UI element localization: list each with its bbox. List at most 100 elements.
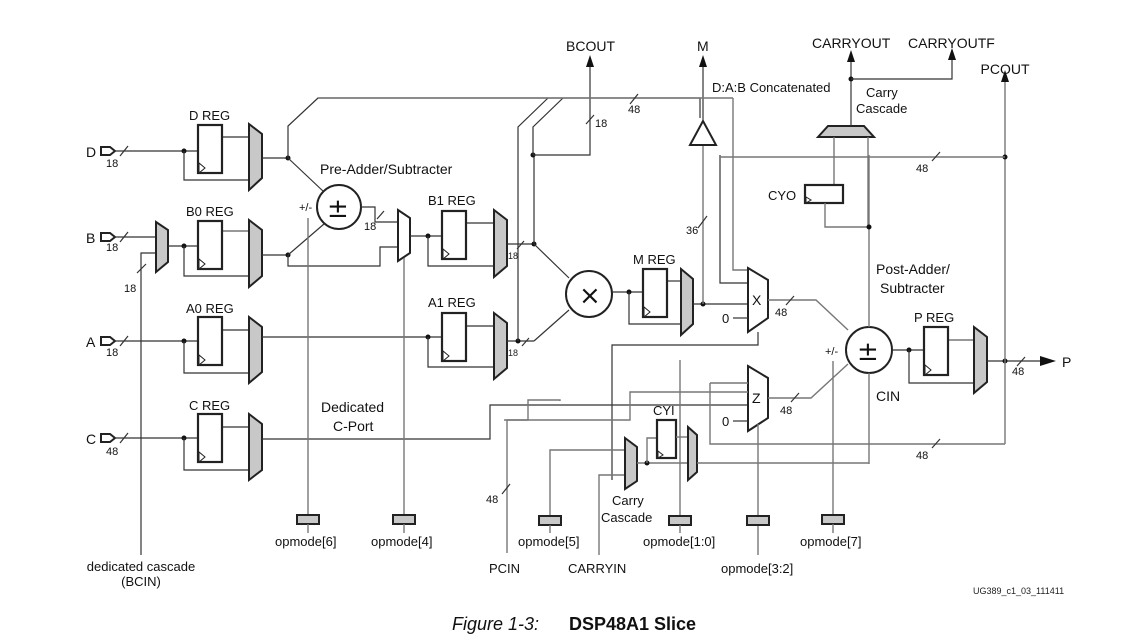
carry-cascade-bottom-1: Carry [612, 493, 644, 508]
d-mux [248, 121, 263, 193]
cyi-label: CYI [653, 403, 675, 418]
carryout-label: CARRYOUT [812, 35, 891, 51]
b0-reg-label: B0 REG [186, 204, 234, 219]
opmode7-box [821, 514, 845, 525]
input-c-width: 48 [106, 446, 118, 458]
opmode-controls: opmode[6] opmode[4] opmode[5] opmode[1:0… [275, 514, 861, 576]
x-mux [747, 266, 769, 334]
b1-mux [493, 207, 508, 280]
a1-reg-label: A1 REG [428, 295, 476, 310]
x-mux-label: X [752, 292, 762, 308]
post-adder-plusminus-icon: ± [857, 337, 879, 367]
p-feedback-width: 48 [916, 450, 928, 462]
opmode4-box [392, 514, 416, 525]
opmode4-label: opmode[4] [371, 534, 432, 549]
opmode6-box [296, 514, 320, 525]
multiplier: × M REG 36 [565, 65, 748, 338]
x-mux-group: X 0 48 [611, 266, 849, 480]
b1-select-mux [397, 208, 411, 263]
b1-path: B1 REG 18 18 [425, 65, 607, 280]
input-c: C 48 [86, 431, 118, 458]
d-path: D REG [115, 97, 701, 193]
b-path: 18 B0 REG [115, 204, 398, 555]
carry-cascade-top-2: Cascade [856, 101, 907, 116]
bcin-label-2: (BCIN) [121, 574, 161, 589]
carryoutf-label: CARRYOUTF [908, 35, 995, 51]
c-reg-label: C REG [189, 398, 230, 413]
input-b-width: 18 [106, 242, 118, 254]
carry-cascade-top-mux [815, 125, 877, 138]
pcin-width: 48 [486, 494, 498, 506]
m-buffer-icon [688, 118, 718, 146]
p-reg-label: P REG [914, 310, 954, 325]
opmode5-box [538, 515, 562, 526]
post-adder-label-1: Post-Adder/ [876, 261, 950, 277]
port-b-icon [100, 232, 117, 242]
x-width: 48 [775, 307, 787, 319]
carry-in: CYI Carry Cascade [549, 360, 869, 555]
input-d: D 18 [86, 144, 118, 170]
cin-label: CIN [876, 388, 900, 404]
b1-reg-label: B1 REG [428, 193, 476, 208]
pre-adder-plusminus-icon: ± [327, 194, 349, 224]
carry-cascade-mux [624, 436, 638, 491]
pcin-label: PCIN [489, 561, 520, 576]
bottom-labels: dedicated cascade (BCIN) PCIN CARRYIN UG… [87, 559, 1064, 596]
input-d-label: D [86, 144, 96, 160]
c-path: C REG Dedicated C-Port [115, 398, 748, 483]
pre-adder-label: Pre-Adder/Subtracter [320, 161, 453, 177]
m-mux [680, 266, 694, 338]
b-input-mux [155, 220, 169, 275]
bcout-label: BCOUT [566, 38, 615, 54]
output-p-label: P [1062, 354, 1071, 370]
z-mux-group: Z 0 48 48 [486, 363, 1005, 555]
dab-width: 48 [628, 104, 640, 116]
carryin-label: CARRYIN [568, 561, 626, 576]
caption-number: Figure 1-3: [452, 614, 539, 634]
m-reg-label: M REG [633, 252, 676, 267]
dab-bus: 48 D:A:B Concatenated [318, 80, 831, 284]
input-d-width: 18 [106, 158, 118, 170]
opmode6-label: opmode[6] [275, 534, 336, 549]
m-output-label: M [697, 38, 709, 54]
z-mux-label: Z [752, 390, 761, 406]
multiply-icon: × [579, 281, 601, 311]
m-width: 36 [686, 225, 698, 237]
input-b-label: B [86, 230, 95, 246]
input-a-label: A [86, 334, 96, 350]
c-mux [248, 411, 263, 483]
caption-title: DSP48A1 Slice [569, 614, 696, 634]
opmode-lines [307, 218, 405, 515]
b1-width: 18 [508, 251, 518, 261]
output-arrows: BCOUT M [566, 38, 1009, 82]
figure-id: UG389_c1_03_111411 [973, 586, 1064, 596]
bcin-label-1: dedicated cascade [87, 559, 195, 574]
post-adder-label-2: Subtracter [880, 280, 945, 296]
p-arrow-icon [1040, 356, 1056, 366]
bcin-width: 18 [124, 283, 136, 295]
d-reg-label: D REG [189, 108, 230, 123]
opmode5-label: opmode[5] [518, 534, 579, 549]
opmode32-label: opmode[3:2] [721, 561, 793, 576]
b0-mux [248, 217, 263, 290]
post-adder: ± Post-Adder/ Subtracter +/- CIN [825, 155, 974, 515]
port-d-icon [100, 146, 117, 156]
input-a: A 18 [86, 334, 118, 359]
z-zero: 0 [722, 414, 729, 429]
input-a-width: 18 [106, 347, 118, 359]
a0-reg-label: A0 REG [186, 301, 234, 316]
a0-mux [248, 314, 263, 386]
cyo-label: CYO [768, 188, 796, 203]
input-c-label: C [86, 431, 96, 447]
post-adder-sign-label: +/- [825, 346, 838, 358]
cyi-reg [655, 418, 678, 460]
carry-out: CARRYOUT CARRYOUTF PCOUT Carry Cascade C… [768, 35, 1030, 230]
pre-adder-width: 18 [364, 221, 376, 233]
pre-adder: ± Pre-Adder/Subtracter +/- 18 [299, 161, 453, 263]
x-zero: 0 [722, 311, 729, 326]
opmode10-label: opmode[1:0] [643, 534, 715, 549]
a-path: A0 REG A1 REG 18 [115, 97, 570, 386]
cyo-reg [803, 183, 845, 205]
input-b: B 18 [86, 230, 118, 254]
a0-reg [196, 315, 224, 367]
